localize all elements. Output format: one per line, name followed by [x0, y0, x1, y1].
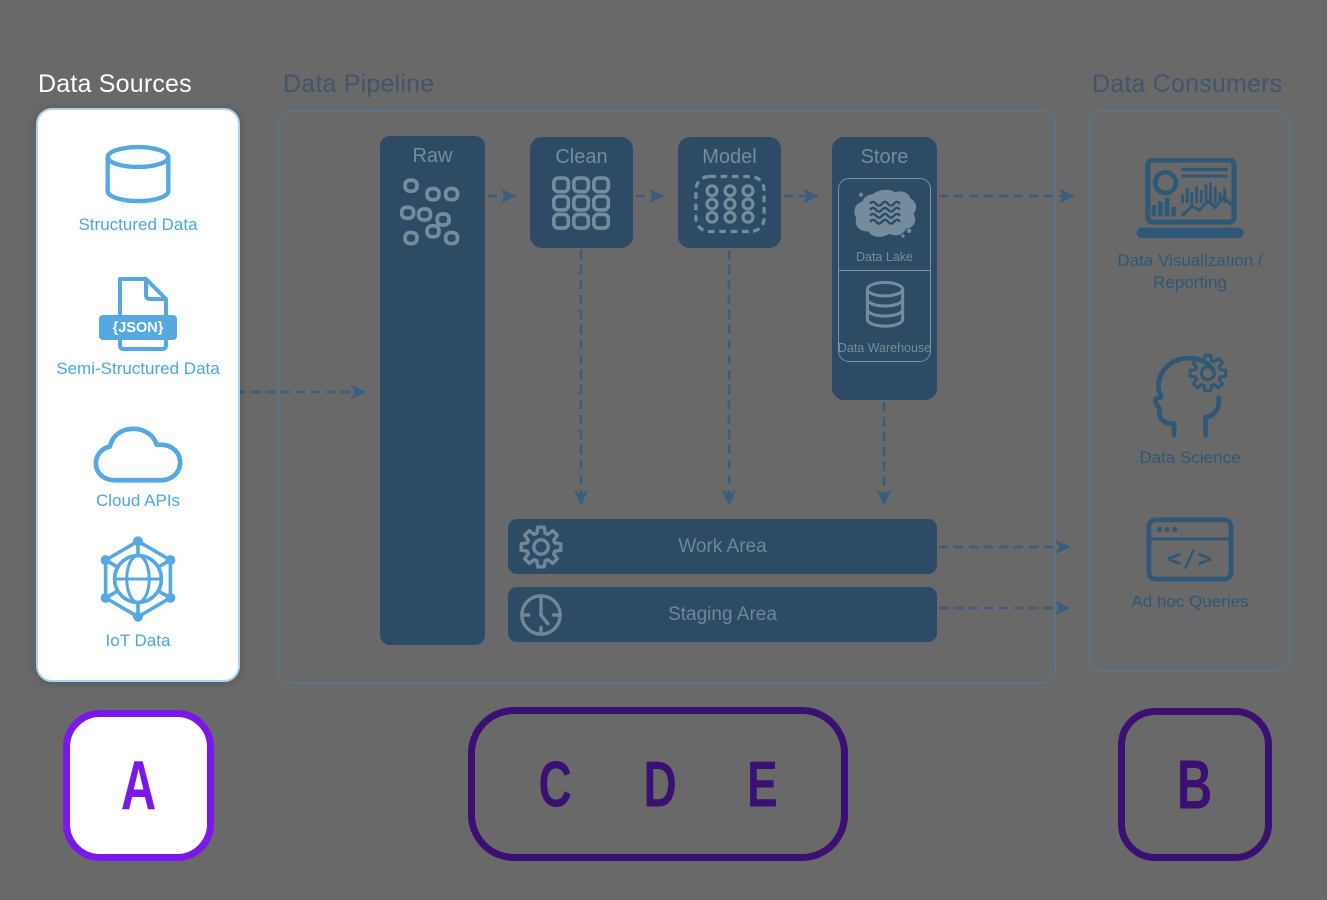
badge-letter: D: [643, 747, 677, 821]
answer-badge-b[interactable]: B: [1118, 708, 1272, 861]
badge-letter: A: [120, 746, 157, 825]
json-file-icon: {JSON}: [99, 276, 177, 352]
json-badge: {JSON}: [99, 315, 177, 340]
stage-store: Store: [832, 137, 937, 400]
stage-clean: Clean: [530, 137, 633, 248]
dashboard-laptop-icon: [1129, 158, 1251, 241]
consumer-item-label: Data Visualization / Reporting: [1117, 251, 1263, 293]
clock-icon: [518, 592, 564, 638]
stage-label: Raw: [412, 145, 453, 167]
answer-badge-a[interactable]: A: [63, 710, 214, 861]
source-item-structured: Structured Data: [38, 144, 238, 235]
store-data-warehouse: Data Warehouse: [837, 269, 932, 362]
stage-label: Model: [702, 146, 757, 168]
source-item-semi-structured: {JSON} Semi-Structured Data: [38, 276, 238, 379]
stage-label: Store: [860, 146, 909, 168]
code-window-icon: </>: [1146, 517, 1234, 582]
consumer-item-adhoc-queries: </> Ad hoc Queries: [1091, 517, 1289, 613]
stage-label: Clean: [555, 146, 608, 168]
badge-letter: C: [538, 747, 573, 821]
store-sub-label: Data Lake: [856, 249, 913, 264]
work-area-bar: Work Area: [508, 519, 937, 574]
data-warehouse-icon: [860, 280, 910, 332]
model-grid-icon: [693, 174, 766, 234]
data-consumers-frame: Data Visualization / Reporting Data Scie…: [1089, 110, 1291, 672]
answer-badge-cde[interactable]: C D E: [468, 707, 848, 861]
consumer-item-label: Data Science: [1139, 448, 1241, 467]
iot-network-icon: [93, 534, 183, 624]
consumer-item-visualization: Data Visualization / Reporting: [1091, 158, 1289, 294]
store-sub-label: Data Warehouse: [837, 341, 932, 355]
source-item-label: Semi-Structured Data: [56, 359, 220, 378]
data-pipeline-title: Data Pipeline: [283, 70, 435, 98]
staging-area-label: Staging Area: [668, 603, 777, 625]
staging-area-bar: Staging Area: [508, 587, 937, 642]
source-item-label: IoT Data: [105, 631, 171, 650]
source-item-cloud: Cloud APIs: [38, 426, 238, 511]
head-gear-icon: [1143, 344, 1237, 438]
badge-letter: B: [1177, 745, 1213, 824]
data-consumers-title: Data Consumers: [1092, 70, 1283, 98]
data-lake-icon: [852, 188, 918, 242]
source-item-iot: IoT Data: [38, 534, 238, 651]
store-inner-box: Data Lake Data Warehouse: [838, 178, 931, 362]
badge-letter: E: [746, 747, 778, 821]
svg-text:</>: </>: [1167, 545, 1213, 573]
data-sources-title: Data Sources: [38, 70, 192, 98]
data-sources-panel: Structured Data {JSON} Semi-Structured D…: [36, 108, 240, 682]
source-item-label: Structured Data: [78, 215, 198, 234]
stage-model: Model: [678, 137, 781, 248]
database-icon: [102, 144, 174, 208]
work-area-label: Work Area: [678, 535, 767, 557]
consumer-item-label: Ad hoc Queries: [1131, 592, 1249, 611]
data-pipeline-frame: [277, 110, 1056, 684]
source-item-label: Cloud APIs: [95, 491, 181, 510]
clean-grid-icon: [551, 176, 612, 232]
raw-scatter-icon: [395, 174, 471, 254]
consumer-item-data-science: Data Science: [1091, 344, 1289, 469]
store-data-lake: Data Lake: [839, 179, 930, 270]
stage-raw: Raw: [380, 136, 485, 645]
cloud-icon: [93, 426, 183, 484]
